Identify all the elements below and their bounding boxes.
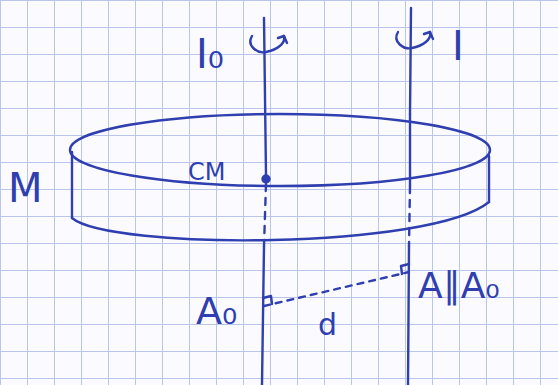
axis-label: A₀ <box>196 292 237 330</box>
disk-top <box>70 114 490 186</box>
center-axis <box>262 246 264 385</box>
distance-label: d <box>318 310 337 340</box>
center-axis-hidden <box>264 184 266 246</box>
rotation-arrowhead <box>424 32 433 39</box>
rotation-arrowhead <box>278 36 287 43</box>
cm-label: CM <box>188 160 225 184</box>
center-axis <box>264 18 266 176</box>
disk-side <box>71 152 73 218</box>
parallel-axis <box>408 246 409 385</box>
distance-line <box>264 272 409 306</box>
axis-label: I <box>452 26 464 66</box>
parallel-axis <box>409 114 411 186</box>
parallel-axis-hidden <box>409 186 410 246</box>
disk-bottom <box>72 202 489 240</box>
disk-side <box>488 156 490 202</box>
mass-label: M <box>8 168 43 208</box>
right-angle-mark <box>401 264 409 274</box>
right-angle-mark <box>263 296 272 304</box>
axis-label: I₀ <box>196 34 224 74</box>
axis-label: A∥A₀ <box>418 268 500 304</box>
parallel-axis <box>410 8 411 114</box>
cm-dot <box>263 176 270 183</box>
